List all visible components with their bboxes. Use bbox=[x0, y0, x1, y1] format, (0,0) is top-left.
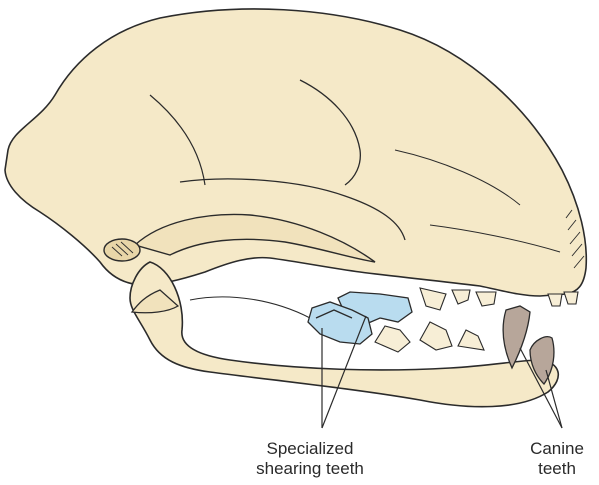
masseteric-line bbox=[190, 297, 310, 318]
shearing-label-line1: Specialized bbox=[240, 439, 380, 459]
upper-premolars bbox=[420, 288, 496, 310]
cranium bbox=[5, 9, 586, 296]
canine-label-line2: teeth bbox=[515, 459, 599, 479]
canine-teeth-label: Canine teeth bbox=[515, 439, 599, 479]
lower-premolars bbox=[375, 322, 484, 352]
shearing-teeth-label: Specialized shearing teeth bbox=[240, 439, 380, 479]
canine-label-line1: Canine bbox=[515, 439, 599, 459]
shearing-label-line2: shearing teeth bbox=[240, 459, 380, 479]
